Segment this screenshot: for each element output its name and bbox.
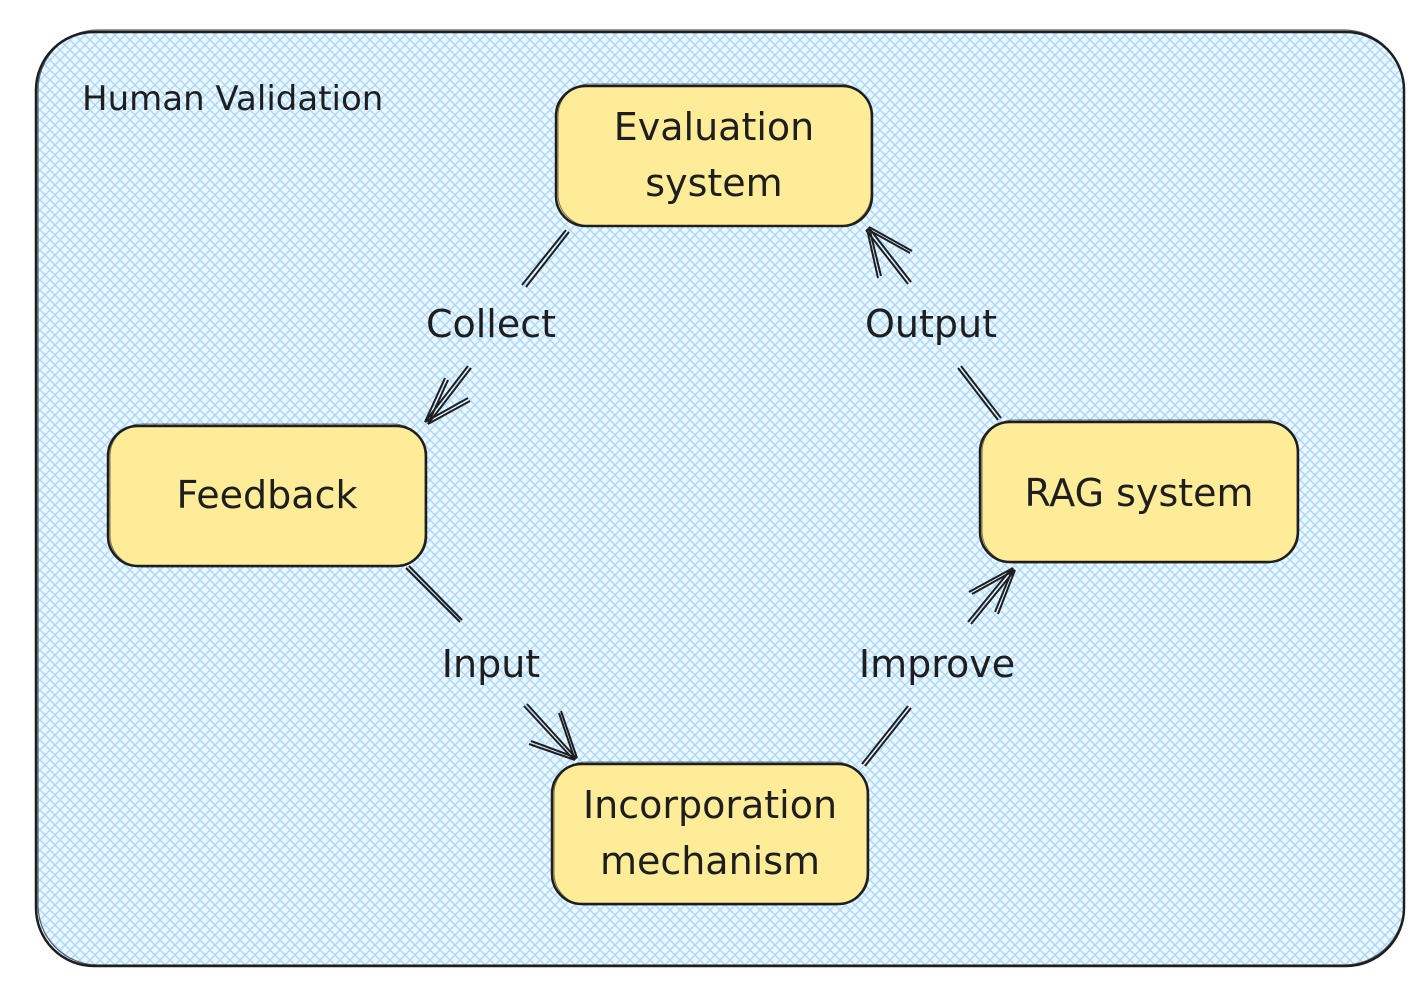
edge-label-collect: Collect [426,302,556,346]
edge-improve [861,567,1016,767]
incorporation-label-line1: Incorporation [583,783,837,827]
edge-label-input: Input [442,642,540,686]
output-arrowhead [866,226,913,279]
evaluation-label-line1: Evaluation [614,105,815,149]
node-rag-system [978,419,1300,564]
node-evaluation-system [554,83,874,228]
collect-arrowhead [424,377,471,425]
edge-output [865,226,1002,421]
incorporation-label-line2: mechanism [600,839,820,883]
improve-arrowhead [968,567,1016,615]
container-title: Human Validation [82,79,383,119]
edge-input [405,565,578,761]
edge-collect [424,229,570,425]
evaluation-label-line2: system [645,161,782,205]
edge-label-output: Output [865,302,997,346]
node-feedback [106,423,428,568]
rag-label: RAG system [1024,471,1253,515]
edge-label-improve: Improve [859,642,1015,686]
feedback-label: Feedback [177,473,358,517]
input-arrowhead [528,710,578,761]
human-validation-container [34,29,1406,968]
node-incorporation-mechanism [550,761,870,906]
